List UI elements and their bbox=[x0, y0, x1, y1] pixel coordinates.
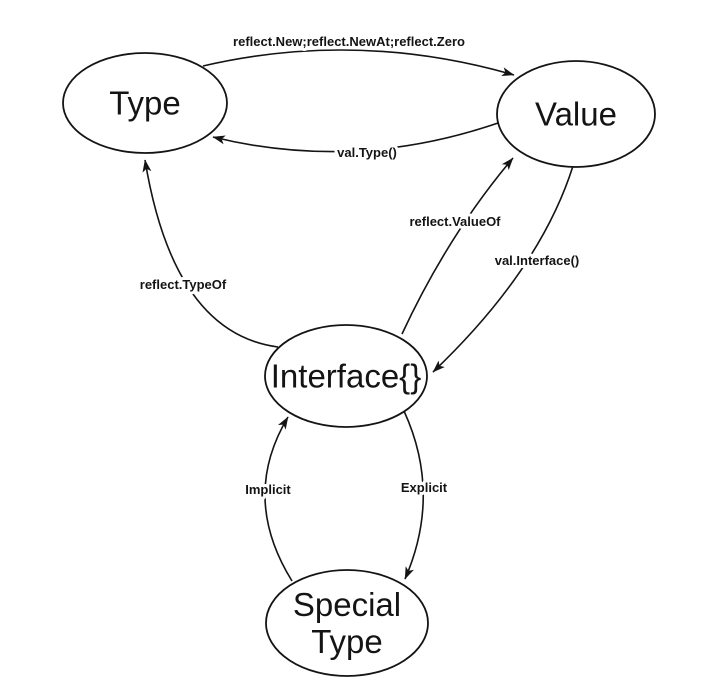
node-interface: Interface{} bbox=[264, 324, 428, 428]
edge-label-implicit: Implicit bbox=[245, 482, 291, 497]
edge-val-type bbox=[212, 122, 499, 153]
edge-label-val-interface: val.Interface() bbox=[495, 253, 580, 268]
node-label-special-type-line-2: Type bbox=[311, 623, 383, 660]
special-type-ellipse bbox=[265, 569, 429, 677]
node-label-value: Value bbox=[535, 96, 617, 133]
edge-label-reflect-new: reflect.New;reflect.NewAt;reflect.Zero bbox=[233, 34, 465, 49]
edge-label-reflect-valueof: reflect.ValueOf bbox=[409, 214, 501, 229]
node-value: Value bbox=[496, 60, 656, 168]
edge-explicit bbox=[403, 410, 425, 580]
edge-implicit bbox=[264, 416, 293, 582]
node-type: Type bbox=[62, 52, 228, 154]
type-ellipse bbox=[62, 52, 228, 154]
edge-label-explicit: Explicit bbox=[401, 480, 448, 495]
edge-reflect-typeof bbox=[142, 159, 279, 348]
edge-labels-layer: reflect.New;reflect.NewAt;reflect.Zero va… bbox=[137, 31, 583, 500]
edge-label-val-type: val.Type() bbox=[337, 145, 397, 160]
value-ellipse bbox=[496, 60, 656, 168]
edges-layer bbox=[142, 49, 574, 582]
edge-reflect-valueof bbox=[401, 157, 514, 335]
edge-label-reflect-typeof: reflect.TypeOf bbox=[140, 277, 227, 292]
node-label-special-type-line-1: Special bbox=[293, 586, 401, 623]
node-label-interface: Interface{} bbox=[271, 358, 421, 395]
node-label-type: Type bbox=[109, 85, 181, 122]
interface-ellipse bbox=[264, 324, 428, 428]
edge-val-interface bbox=[432, 165, 574, 373]
edge-reflect-new bbox=[202, 49, 515, 77]
